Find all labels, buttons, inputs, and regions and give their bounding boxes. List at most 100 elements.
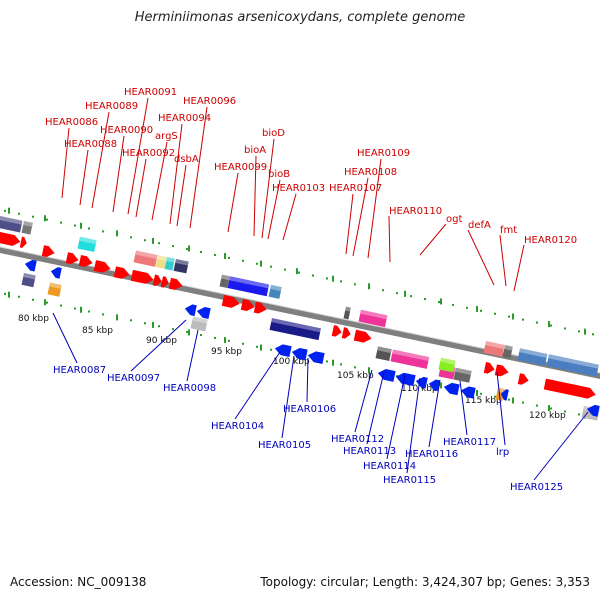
lower-scale-dot bbox=[18, 295, 20, 298]
feature-block-shine bbox=[485, 341, 505, 349]
upper-scale-dot bbox=[32, 215, 34, 218]
genome-summary-text: Topology: circular; Length: 3,424,307 bp… bbox=[260, 575, 590, 589]
lower-scale-dot bbox=[550, 407, 552, 410]
reverse-leader-line bbox=[52, 312, 78, 364]
forward-leader-line bbox=[79, 149, 89, 206]
reverse-gene-arrow bbox=[428, 379, 440, 392]
upper-scale-tick bbox=[404, 290, 406, 297]
feature-block bbox=[164, 257, 175, 271]
forward-gene-arrow bbox=[93, 260, 111, 273]
lower-scale-dot bbox=[74, 307, 76, 310]
forward-gene-label: HEAR0107 bbox=[329, 183, 382, 194]
forward-leader-line bbox=[91, 111, 110, 209]
forward-leader-line bbox=[388, 215, 391, 263]
lower-scale-tick bbox=[512, 397, 514, 404]
upper-scale-dot bbox=[242, 259, 244, 262]
feature-block bbox=[47, 282, 62, 297]
lower-scale-tick bbox=[8, 291, 10, 298]
feature-block-shine bbox=[79, 236, 97, 245]
lower-scale-dot bbox=[32, 298, 34, 301]
lower-scale-dot bbox=[480, 392, 482, 395]
forward-gene-arrow bbox=[160, 276, 169, 288]
reverse-gene-arrow bbox=[24, 259, 37, 272]
forward-gene-arrow bbox=[353, 329, 372, 343]
feature-block-shine bbox=[166, 257, 175, 263]
feature-block bbox=[269, 318, 321, 341]
feature-block-shine bbox=[23, 221, 33, 227]
feature-block-shine bbox=[519, 348, 548, 358]
reverse-gene-arrow bbox=[395, 372, 416, 387]
feature-block-shine bbox=[175, 258, 189, 266]
forward-gene-label: HEAR0088 bbox=[64, 139, 117, 150]
forward-gene-label: HEAR0092 bbox=[122, 148, 175, 159]
feature-block bbox=[268, 284, 282, 299]
reverse-leader-line bbox=[366, 371, 385, 445]
lower-scale-dot bbox=[172, 328, 174, 331]
upper-scale-dot bbox=[480, 309, 482, 312]
forward-gene-label: bioA bbox=[244, 145, 266, 156]
reverse-leader-line bbox=[234, 351, 281, 420]
feature-block-shine bbox=[135, 250, 158, 259]
feature-block bbox=[375, 346, 392, 362]
reverse-gene-arrow bbox=[443, 382, 460, 396]
feature-block bbox=[227, 276, 270, 297]
lower-scale-dot bbox=[60, 304, 62, 307]
lower-scale-dot bbox=[522, 401, 524, 404]
forward-gene-arrow bbox=[240, 299, 255, 312]
scale-tick-label: 120 kbp bbox=[529, 411, 566, 421]
upper-scale-dot bbox=[60, 221, 62, 224]
lower-scale-dot bbox=[242, 342, 244, 345]
gene-labels: HEAR0086HEAR0088HEAR0089HEAR0090HEAR0091… bbox=[45, 87, 577, 493]
lower-scale-dot bbox=[88, 310, 90, 313]
reverse-leader-line bbox=[533, 411, 589, 481]
forward-gene-arrow bbox=[517, 373, 529, 385]
lower-scale-dot bbox=[214, 336, 216, 339]
forward-gene-arrow bbox=[483, 362, 495, 374]
upper-scale-tick bbox=[476, 305, 478, 312]
forward-leader-line bbox=[227, 172, 239, 233]
lower-scale-tick bbox=[44, 299, 46, 306]
forward-gene-arrow bbox=[494, 364, 509, 377]
reverse-gene-arrow bbox=[586, 404, 600, 417]
reverse-gene-arrow bbox=[291, 347, 308, 361]
reverse-gene-label: HEAR0114 bbox=[363, 461, 416, 472]
upper-scale-tick bbox=[332, 275, 334, 282]
reverse-gene-label: HEAR0116 bbox=[405, 449, 458, 460]
lower-scale-dot bbox=[158, 325, 160, 328]
upper-scale-dot bbox=[228, 256, 230, 259]
lower-scale-dot bbox=[144, 322, 146, 325]
forward-gene-label: HEAR0108 bbox=[344, 167, 397, 178]
upper-scale-dot bbox=[536, 321, 538, 324]
forward-gene-label: HEAR0090 bbox=[100, 125, 153, 136]
upper-scale-dot bbox=[550, 324, 552, 327]
lower-scale-tick bbox=[152, 321, 154, 328]
upper-scale-dot bbox=[88, 227, 90, 230]
lower-scale-dot bbox=[326, 360, 328, 363]
reverse-gene-arrow bbox=[50, 267, 62, 279]
forward-gene-label: HEAR0099 bbox=[214, 162, 267, 173]
lower-scale-dot bbox=[494, 395, 496, 398]
upper-scale-dot bbox=[130, 236, 132, 239]
reverse-gene-label: HEAR0115 bbox=[383, 475, 436, 486]
forward-gene-arrow bbox=[41, 245, 55, 258]
lower-scale-dot bbox=[4, 292, 6, 295]
feature-block bbox=[219, 274, 230, 289]
genome-title: Herminiimonas arsenicoxydans, complete g… bbox=[134, 10, 466, 25]
lower-scale-tick bbox=[224, 337, 226, 344]
reverse-leader-line bbox=[428, 379, 441, 448]
label-leaders bbox=[52, 97, 589, 481]
feature-block bbox=[358, 309, 388, 328]
upper-scale-dot bbox=[340, 280, 342, 283]
forward-gene-arrow bbox=[113, 266, 130, 279]
upper-scale-tick bbox=[8, 207, 10, 214]
lower-scale-dot bbox=[46, 301, 48, 304]
reverse-gene-arrow bbox=[460, 386, 476, 399]
upper-scale-dot bbox=[74, 224, 76, 227]
feature-block-shine bbox=[360, 309, 388, 320]
feature-block bbox=[483, 341, 505, 357]
forward-gene-arrow bbox=[168, 277, 183, 290]
feature-block-shine bbox=[504, 345, 513, 351]
feature-block bbox=[77, 236, 97, 253]
reverse-gene-arrow bbox=[196, 307, 211, 320]
lower-scale-dot bbox=[354, 366, 356, 369]
